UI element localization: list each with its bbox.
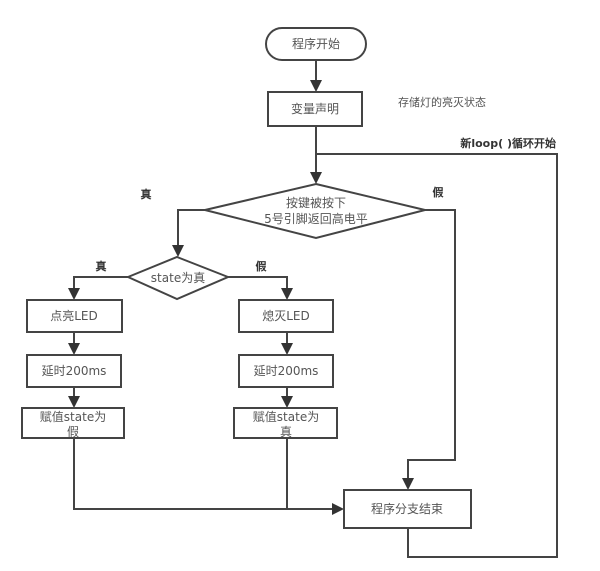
node-delay-left-text: 延时200ms	[42, 364, 107, 378]
arrow-head	[281, 396, 293, 408]
process-shape	[26, 299, 123, 333]
node-assign-true[interactable]: 赋值state为 真	[233, 407, 338, 439]
edge-button-true	[177, 209, 205, 247]
node-assign-false-line2: 假	[67, 425, 79, 439]
decision-shape	[204, 182, 426, 240]
process-shape	[238, 299, 334, 333]
node-button-check-line2: 5号引脚返回高电平	[264, 211, 368, 226]
arrow-head	[68, 288, 80, 300]
edges	[68, 60, 558, 558]
decision-shape	[125, 255, 231, 301]
button-false-label: 假	[433, 185, 445, 199]
edge-state-false	[228, 276, 288, 290]
nodes: 程序开始 变量声明 按键被按下 5号引脚返回高电平 state为真 点亮LED …	[21, 27, 472, 529]
node-button-check[interactable]: 按键被按下 5号引脚返回高电平	[204, 182, 426, 240]
node-declare-text: 变量声明	[291, 101, 339, 116]
process-shape	[21, 407, 125, 439]
node-delay-right-text: 延时200ms	[254, 364, 319, 378]
arrow-head	[310, 80, 322, 92]
node-assign-false[interactable]: 赋值state为 假	[21, 407, 125, 439]
node-led-off[interactable]: 熄灭LED	[238, 299, 334, 333]
state-false-label: 假	[256, 259, 268, 273]
node-led-on-text: 点亮LED	[50, 308, 98, 323]
state-true-label: 真	[96, 259, 107, 273]
button-true-label: 真	[141, 187, 152, 201]
node-assign-true-line1: 赋值state为	[253, 409, 319, 424]
process-shape	[267, 91, 363, 127]
edge-loop-back	[316, 153, 558, 558]
process-shape	[26, 354, 122, 388]
node-end-branch-text: 程序分支结束	[371, 501, 443, 516]
node-led-off-text: 熄灭LED	[262, 309, 310, 323]
state-note-label: 存储灯的亮灭状态	[398, 95, 486, 109]
node-delay-right[interactable]: 延时200ms	[238, 354, 334, 388]
edge-assign-false-to-end	[73, 438, 334, 510]
node-delay-left[interactable]: 延时200ms	[26, 354, 122, 388]
node-start-text: 程序开始	[292, 36, 340, 51]
node-start[interactable]: 程序开始	[265, 27, 367, 61]
arrow-head	[402, 478, 414, 490]
node-assign-false-line1: 赋值state为	[40, 409, 106, 424]
arrow-head	[281, 288, 293, 300]
terminal-shape	[265, 27, 367, 61]
node-led-on[interactable]: 点亮LED	[26, 299, 123, 333]
node-assign-true-line2: 真	[280, 425, 292, 439]
edge-button-false	[407, 209, 456, 480]
process-shape	[233, 407, 338, 439]
arrow-head	[332, 503, 344, 515]
arrow-head	[281, 343, 293, 355]
arrow-head	[68, 343, 80, 355]
arrow-head	[68, 396, 80, 408]
process-shape	[343, 489, 472, 529]
node-end-branch[interactable]: 程序分支结束	[343, 489, 472, 529]
node-declare[interactable]: 变量声明	[267, 91, 363, 127]
edge-state-true	[73, 276, 128, 290]
node-button-check-line1: 按键被按下	[286, 196, 346, 210]
arrow-head	[310, 172, 322, 184]
node-state-check[interactable]: state为真	[125, 255, 231, 301]
arrow-head	[172, 245, 184, 257]
process-shape	[238, 354, 334, 388]
labels: 存储灯的亮灭状态 新loop( )循环开始 真 假 真 假	[96, 95, 557, 273]
node-state-check-text: state为真	[151, 271, 205, 285]
loop-restart-label: 新loop( )循环开始	[460, 136, 556, 150]
